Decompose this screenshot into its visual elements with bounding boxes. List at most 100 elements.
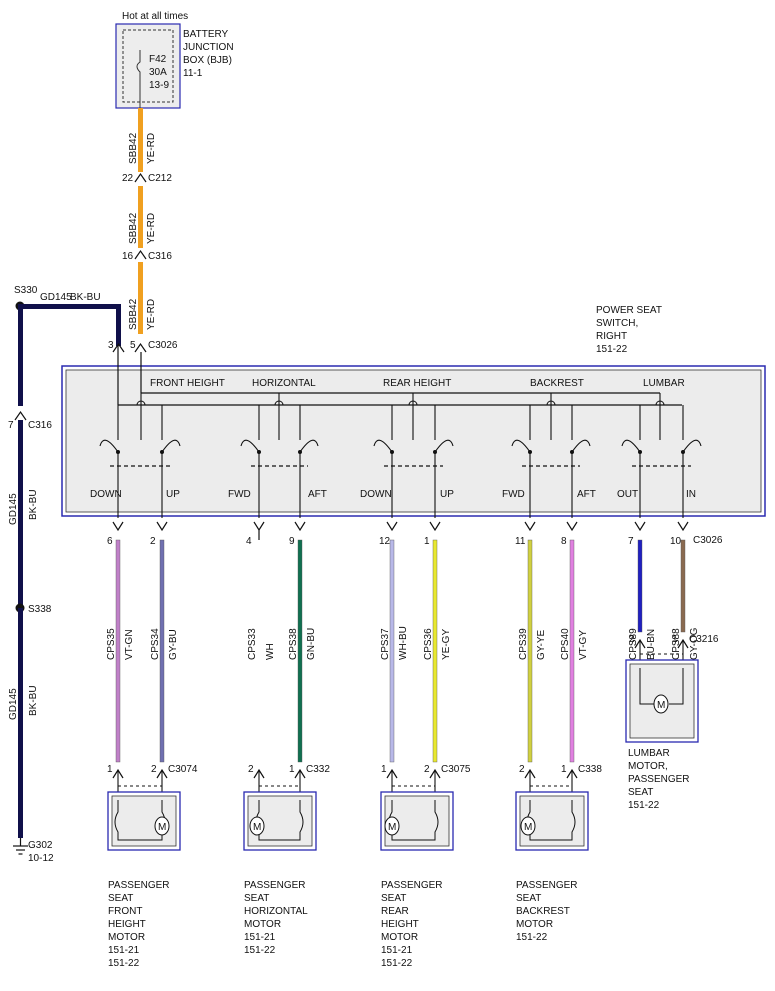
hot-label: Hot at all times — [122, 11, 188, 22]
c212-connector-icon — [134, 172, 147, 183]
wire-cps40 — [569, 539, 575, 763]
wire-color-label: GY-YE — [536, 629, 547, 660]
feed-color-3: YE-RD — [146, 299, 157, 330]
ground-top-circuit: GD145 — [40, 292, 72, 303]
c3026-output-label: C3026 — [693, 535, 723, 546]
bjb-title-2: JUNCTION — [183, 42, 234, 53]
motor-connector-label: C338 — [578, 764, 602, 775]
feed-circuit-3: SBB42 — [128, 298, 139, 330]
wire-color-label: GN-BU — [306, 628, 317, 660]
motor-icon — [154, 816, 170, 836]
switch-dir-label-left: DOWN — [360, 489, 392, 500]
switch-title-1: POWER SEAT — [596, 305, 662, 316]
motor-label-line: HORIZONTAL — [244, 906, 308, 917]
motor-label-line: 151-21 — [244, 932, 276, 943]
c3026-pin-label: 1 — [424, 536, 430, 547]
wire-circuit-label: CPS39 — [518, 628, 529, 660]
motor-connector-label: C3075 — [441, 764, 471, 775]
motor-label-line: PASSENGER — [516, 880, 578, 891]
c3026-pin-label: 10 — [670, 536, 682, 547]
wire-circuit-label: CPS34 — [150, 628, 161, 660]
lumbar-label-line: SEAT — [628, 787, 653, 798]
motor-label-line: MOTOR — [244, 919, 281, 930]
wire-cps88 — [680, 539, 686, 633]
feed-color-2: YE-RD — [146, 213, 157, 244]
lumbar-label-line: PASSENGER — [628, 774, 690, 785]
motor-label-line: 151-22 — [108, 958, 140, 969]
c3026-pin-label: 8 — [561, 536, 567, 547]
motor-label-line: BACKREST — [516, 906, 570, 917]
motor-label-line: SEAT — [381, 893, 406, 904]
wire-cps36 — [432, 539, 438, 763]
wire-circuit-label: CPS89 — [628, 628, 639, 660]
wire-crossover-icon — [546, 400, 556, 406]
switch-section-label: LUMBAR — [643, 378, 685, 389]
motor-label-line: 151-21 — [108, 945, 140, 956]
ground-point-label: G302 — [28, 840, 53, 851]
lumbar-winding — [639, 668, 684, 705]
c3026-pin-label: 7 — [628, 536, 634, 547]
switch-section-label: REAR HEIGHT — [383, 378, 451, 389]
lumbar-label-line: 151-22 — [628, 800, 660, 811]
lumbar-label-line: LUMBAR — [628, 748, 670, 759]
c316-pin: 16 — [122, 251, 134, 262]
switch-title-4: 151-22 — [596, 344, 628, 355]
motor-label-line: HEIGHT — [108, 919, 146, 930]
switch-dir-label-right: AFT — [308, 489, 327, 500]
motor-label-line: HEIGHT — [381, 919, 419, 930]
c212-label: C212 — [148, 173, 172, 184]
c316-label: C316 — [148, 251, 172, 262]
switch-dir-label-right: UP — [166, 489, 180, 500]
lumbar-pin-label: 1 — [672, 634, 678, 645]
motor-label-line: REAR — [381, 906, 409, 917]
motor-label-line: SEAT — [108, 893, 133, 904]
c316-ground-label: C316 — [28, 420, 52, 431]
c3026-pin-5: 5 — [130, 340, 136, 351]
feed-wire-1 — [138, 108, 143, 172]
ground-wire-switch — [116, 304, 121, 346]
c3026-label-top: C3026 — [148, 340, 178, 351]
ground-top-color: BK-BU — [70, 292, 101, 303]
switch-dir-label-left: FWD — [228, 489, 251, 500]
ground-low-circuit: GD145 — [8, 688, 19, 720]
motor-connector-label: C3074 — [168, 764, 198, 775]
switch-dir-label-left: FWD — [502, 489, 525, 500]
switch-section-label: BACKREST — [530, 378, 584, 389]
motor-icon — [653, 694, 669, 714]
switch-arm-icon — [511, 439, 531, 453]
wire-crossover-icon — [408, 400, 418, 406]
c3026-pin-connector-icon — [566, 521, 578, 532]
motor-label-line: 151-22 — [516, 932, 548, 943]
motor-pin-label: 2 — [519, 764, 525, 775]
motor-icon — [384, 816, 400, 836]
c3026-pin-label: 2 — [150, 536, 156, 547]
bjb-box — [115, 23, 181, 109]
wire-cps39 — [527, 539, 533, 763]
switch-arm-icon — [434, 439, 454, 453]
motor-pin-label: 1 — [381, 764, 387, 775]
wire-cps89 — [637, 539, 643, 633]
c3026-pin-3: 3 — [108, 340, 114, 351]
c3026-pin-connector-icon — [634, 521, 646, 532]
wire-cps37 — [389, 539, 395, 763]
wire-circuit-label: CPS40 — [560, 628, 571, 660]
s330-label: S330 — [14, 285, 38, 296]
wire-cps34 — [159, 539, 165, 763]
wire-circuit-label: CPS37 — [380, 628, 391, 660]
motor-symbol-label: M — [253, 822, 261, 833]
wire-crossover-icon — [655, 400, 665, 406]
switch-arm-icon — [373, 439, 393, 453]
bjb-title-3: BOX (BJB) — [183, 55, 232, 66]
wire-circuit-label: CPS33 — [247, 628, 258, 660]
motor-label-line: FRONT — [108, 906, 142, 917]
ground-low-color: BK-BU — [28, 685, 39, 716]
ground-wire-2 — [18, 420, 23, 608]
motor-symbol-label: M — [388, 822, 396, 833]
c3026-pin-connector-icon — [294, 521, 306, 532]
wire-color-label: VT-GN — [124, 629, 135, 660]
c316-feed-connector-icon — [134, 249, 147, 260]
motor-connector-label: C332 — [306, 764, 330, 775]
lumbar-label-line: MOTOR, — [628, 761, 668, 772]
switch-dir-label-left: OUT — [617, 489, 638, 500]
